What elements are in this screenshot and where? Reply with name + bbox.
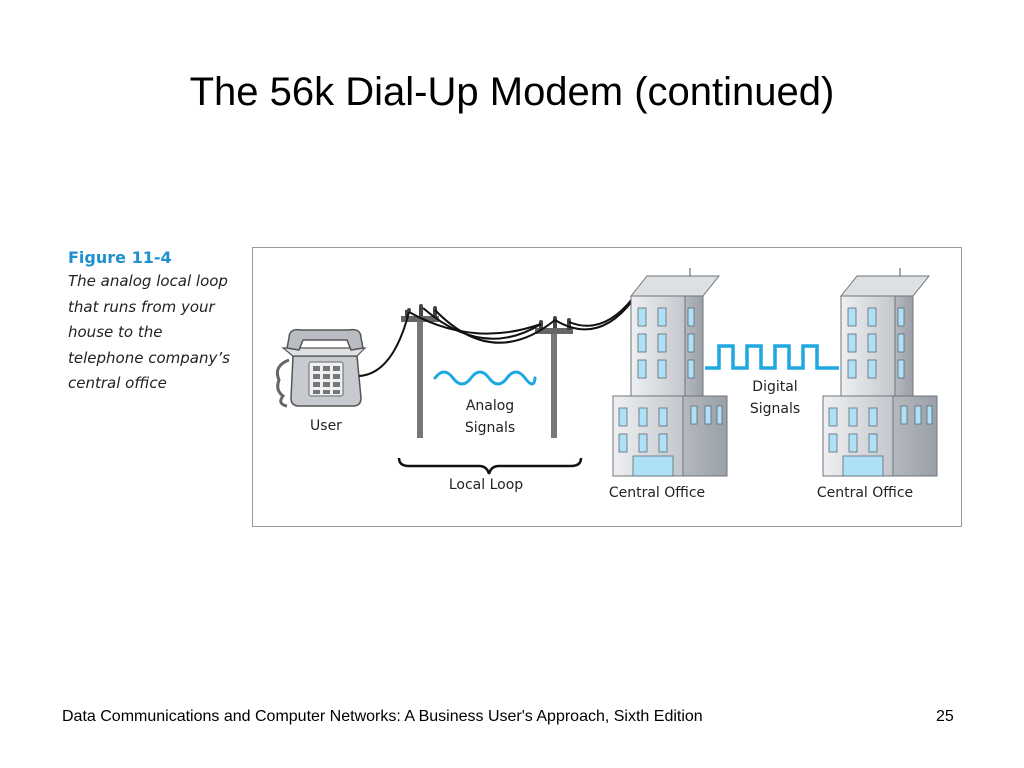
user-label: User <box>310 418 342 434</box>
footer-text: Data Communications and Computer Network… <box>62 708 703 725</box>
local-loop-brace <box>397 457 583 475</box>
analog-signal-wave <box>433 370 537 386</box>
telephone-icon <box>275 328 367 408</box>
figure-caption: Figure 11-4 The analog local loop that r… <box>68 248 248 397</box>
utility-pole-right <box>535 316 573 438</box>
analog-label-line2: Signals <box>465 420 515 436</box>
utility-pole-left <box>401 304 439 438</box>
digital-label-line2: Signals <box>750 401 800 417</box>
central-office-right-label: Central Office <box>817 485 913 501</box>
slide-title: The 56k Dial-Up Modem (continued) <box>189 70 835 114</box>
phone-wires <box>358 297 634 377</box>
page-number: 25 <box>936 708 954 725</box>
digital-label-line1: Digital <box>752 379 797 395</box>
analog-label-line1: Analog <box>466 398 514 414</box>
central-office-left-label: Central Office <box>609 485 705 501</box>
local-loop-diagram: Analog Signals User Local Loop <box>275 268 938 501</box>
figure-caption-text: The analog local loop that runs from you… <box>68 272 230 392</box>
central-office-left-building <box>612 268 728 477</box>
digital-signal-wave <box>705 344 839 370</box>
figure-label: Figure 11-4 <box>68 248 172 267</box>
local-loop-label: Local Loop <box>449 477 523 493</box>
figure-frame: Analog Signals User Local Loop <box>252 247 962 527</box>
central-office-right-building <box>822 268 938 477</box>
